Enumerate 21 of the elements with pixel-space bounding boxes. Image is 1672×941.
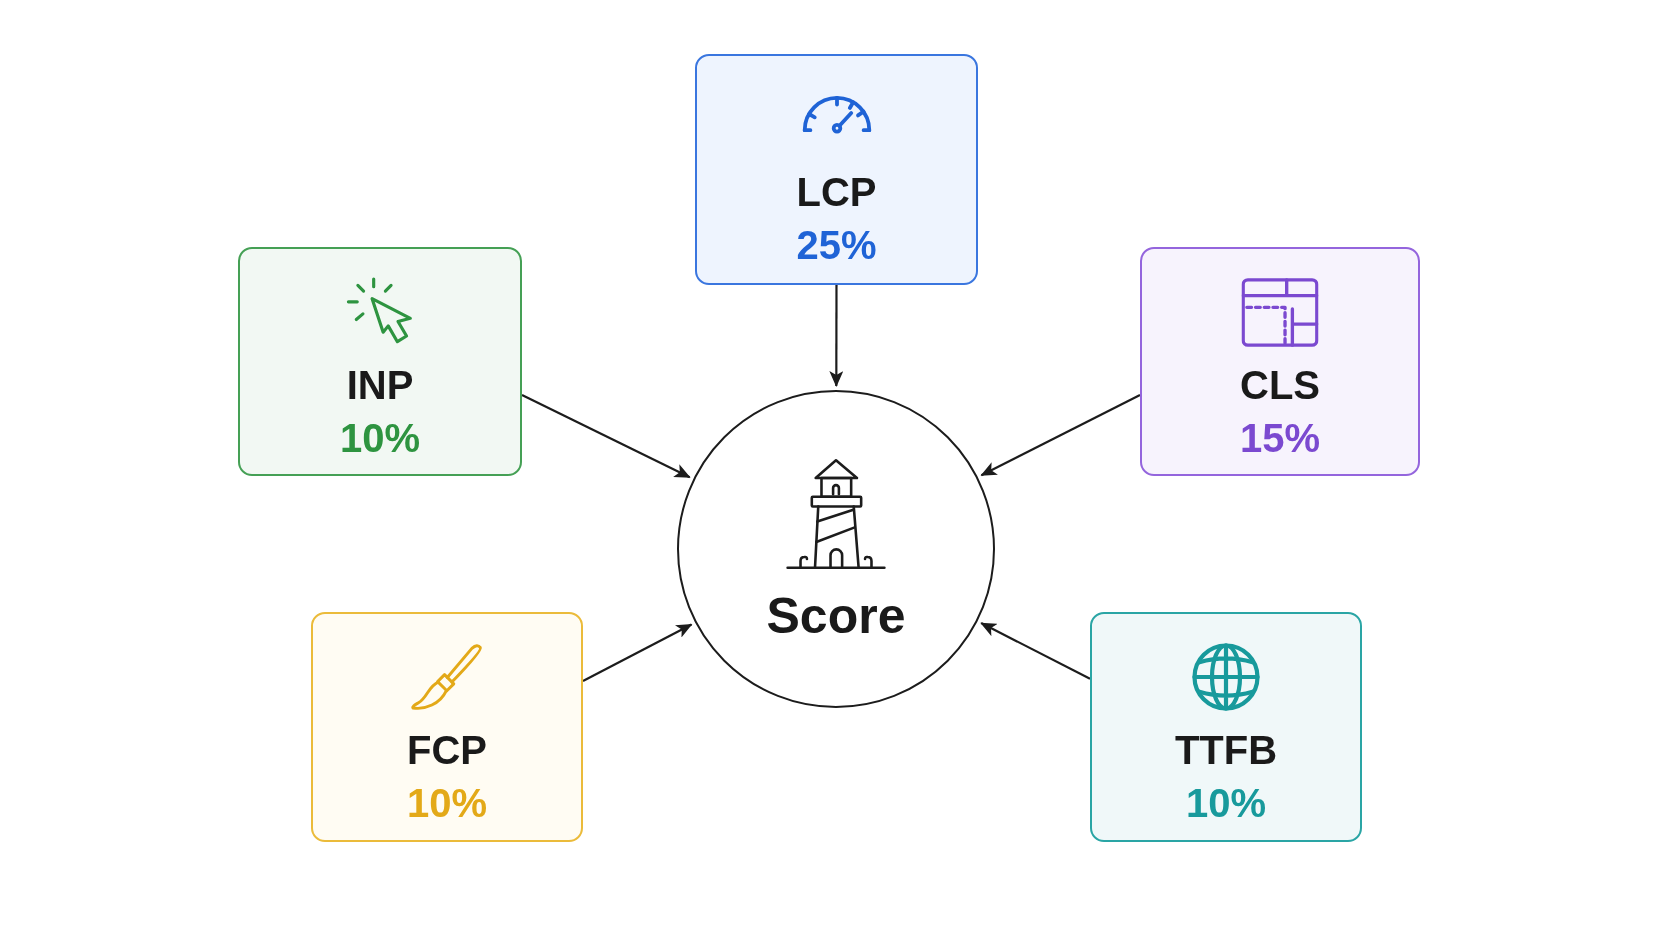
metric-name: INP: [346, 362, 414, 408]
arrow: [521, 393, 691, 479]
metric-card: [695, 54, 978, 285]
metric-name: CLS: [1240, 362, 1320, 408]
arrow: [829, 285, 844, 387]
metric-card: [1140, 247, 1420, 476]
metric-card: [238, 247, 522, 476]
score-label: Score: [766, 588, 906, 646]
arrow: [582, 623, 693, 682]
weight-percentage: 10%: [339, 415, 421, 461]
arrow: [980, 622, 1091, 680]
weight-percentage: 10%: [1185, 780, 1267, 826]
metric-card: [1090, 612, 1362, 842]
weight-percentage: 15%: [1239, 415, 1321, 461]
arrow: [980, 393, 1141, 477]
metric-name: LCP: [796, 169, 877, 215]
metric-name: TTFB: [1174, 727, 1278, 773]
weight-percentage: 25%: [796, 222, 877, 268]
metric-card: [311, 612, 583, 842]
weight-percentage: 10%: [406, 780, 488, 826]
metric-name: FCP: [407, 727, 487, 773]
